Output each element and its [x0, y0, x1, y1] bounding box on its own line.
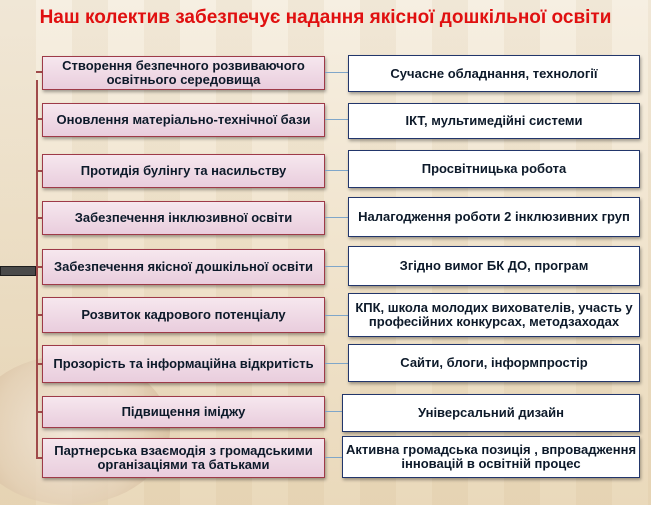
- connector-line: [325, 217, 348, 218]
- means-label: Сучасне обладнання, технології: [390, 65, 598, 81]
- means-box: Налагодження роботи 2 інклюзивних груп: [348, 197, 640, 237]
- branch-line: [36, 363, 42, 365]
- goal-box: Партнерська взаємодія з громадськими орг…: [42, 438, 325, 478]
- means-label: Активна громадська позиція , впровадженн…: [345, 442, 637, 471]
- branch-line: [36, 217, 42, 219]
- goal-label: Прозорість та інформаційна відкритість: [53, 356, 314, 371]
- goal-label: Створення безпечного розвиваючого освітн…: [62, 58, 305, 87]
- goal-box: Забезпечення інклюзивної освіти: [42, 201, 325, 235]
- goal-box: Протидія булінгу та насильству: [42, 154, 325, 188]
- connector-line: [325, 315, 348, 316]
- goal-box: Створення безпечного розвиваючого освітн…: [42, 56, 325, 90]
- connector-line: [325, 266, 348, 267]
- branch-line: [36, 118, 42, 120]
- branch-line: [36, 266, 42, 268]
- goal-label: Партнерська взаємодія з громадськими орг…: [54, 443, 313, 472]
- means-box: Просвітницька робота: [348, 150, 640, 188]
- goal-label: Забезпечення якісної дошкільної освіти: [54, 259, 313, 274]
- means-box: Універсальний дизайн: [342, 394, 640, 432]
- connector-line: [325, 119, 348, 120]
- means-box: ІКТ, мультимедійні системи: [348, 103, 640, 139]
- means-label: Згідно вимог БК ДО, програм: [399, 258, 589, 273]
- goal-box: Розвиток кадрового потенціалу: [42, 297, 325, 333]
- goal-box: Забезпечення якісної дошкільної освіти: [42, 249, 325, 285]
- page-title: Наш колектив забезпечує надання якісної …: [39, 7, 612, 28]
- means-box: Сайти, блоги, інформпростір: [348, 344, 640, 382]
- goal-box: Прозорість та інформаційна відкритість: [42, 345, 325, 383]
- branch-line: [36, 314, 42, 316]
- means-label: ІКТ, мультимедійні системи: [405, 113, 583, 128]
- goal-label: Підвищення іміджу: [121, 404, 246, 419]
- means-box: Активна громадська позиція , впровадженн…: [342, 436, 640, 478]
- root-connector-bar: [0, 266, 36, 276]
- connector-line: [325, 457, 343, 458]
- means-box: Сучасне обладнання, технології: [348, 55, 640, 92]
- connector-line: [325, 72, 348, 73]
- goal-box: Підвищення іміджу: [42, 396, 325, 428]
- branch-line: [36, 170, 42, 172]
- means-label: Просвітницька робота: [421, 161, 567, 176]
- branch-line: [36, 457, 42, 459]
- connector-line: [325, 363, 348, 364]
- connector-line: [325, 411, 343, 412]
- goal-label: Розвиток кадрового потенціалу: [81, 307, 286, 322]
- goal-label: Забезпечення інклюзивної освіти: [74, 210, 293, 225]
- means-label: Налагодження роботи 2 інклюзивних груп: [358, 209, 630, 224]
- means-label: КПК, школа молодих вихователів, участь у…: [355, 300, 633, 329]
- goal-label: Оновлення матеріально-технічної бази: [56, 112, 311, 127]
- branch-line: [36, 411, 42, 413]
- means-label: Універсальний дизайн: [418, 405, 564, 420]
- tree-spine-line: [36, 80, 38, 458]
- branch-line: [36, 71, 42, 73]
- goal-label: Протидія булінгу та насильству: [80, 163, 287, 178]
- means-box: Згідно вимог БК ДО, програм: [348, 246, 640, 286]
- means-box: КПК, школа молодих вихователів, участь у…: [348, 293, 640, 337]
- means-label: Сайти, блоги, інформпростір: [400, 355, 588, 370]
- connector-line: [325, 170, 348, 171]
- goal-box: Оновлення матеріально-технічної бази: [42, 103, 325, 137]
